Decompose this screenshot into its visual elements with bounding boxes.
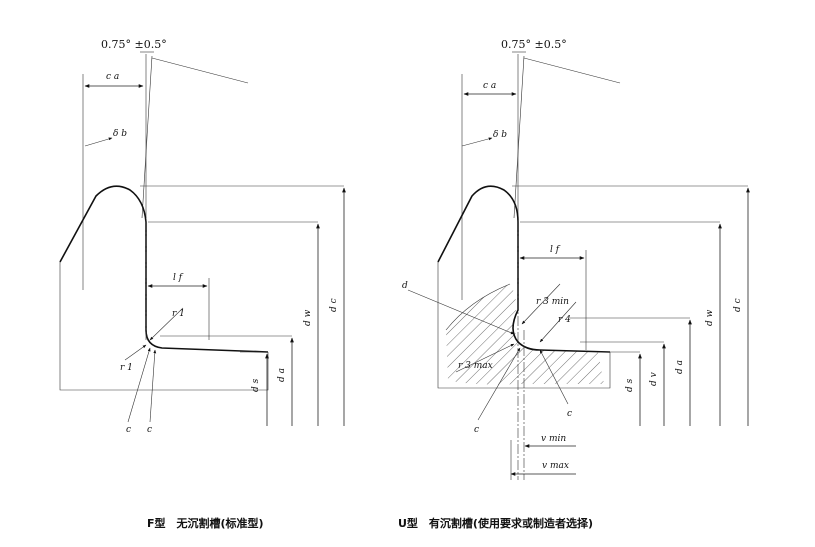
right-caption: U型 有沉割槽(使用要求或制造者选择) [398, 516, 593, 530]
left-part-body [59, 262, 269, 391]
right-dc-label: d c [733, 298, 743, 312]
right-c-label: c a [483, 81, 496, 91]
right-hatch-edge [445, 283, 511, 331]
right-c1-label: c [474, 425, 479, 435]
right-d-leader [407, 289, 515, 335]
right-c2-label: c [567, 409, 572, 419]
left-ds-label: d s [251, 378, 261, 392]
right-delta-leader [461, 137, 493, 147]
right-angle-label: 0.75° ±0.5° [501, 38, 567, 51]
left-part-outline [59, 185, 269, 353]
right-angle-leader-c [523, 57, 621, 84]
right-dv-label: d v [649, 372, 659, 386]
right-r3max-label: r 3 max [458, 361, 493, 371]
right-vmax-label: v max [542, 461, 569, 471]
left-angle-leader-c [151, 57, 249, 84]
right-angle-leader-b [513, 55, 525, 219]
right-r4-leader [539, 301, 577, 343]
right-delta-label: δ b [493, 130, 507, 140]
left-r1-bottom-label: r 1 [120, 363, 133, 373]
left-c1-leader [127, 347, 151, 423]
right-lf-label: l f [550, 245, 561, 255]
right-panel: 0.75° ±0.5° c a δ b l f d [398, 38, 750, 530]
right-dw-label: d w [705, 309, 715, 326]
left-c1-label: c [126, 425, 131, 435]
right-da-label: d a [675, 360, 685, 374]
left-panel: 0.75° ±0.5° c a δ b l f r 1 r 1 c [59, 38, 346, 530]
right-c2-leader [539, 349, 569, 405]
left-delta-leader [84, 137, 113, 147]
right-c1-leader [477, 347, 521, 421]
right-ds-label: d s [625, 378, 635, 392]
right-d-label: d [402, 281, 408, 291]
left-da-label: d a [277, 368, 287, 382]
right-r3min-leader [521, 283, 561, 325]
right-r3max-leader [455, 343, 515, 373]
left-lf-label: l f [173, 273, 184, 283]
right-hatch-region [446, 284, 604, 385]
left-r1-top-leader [149, 307, 184, 341]
left-angle-label: 0.75° ±0.5° [101, 38, 167, 51]
left-delta-label: δ b [113, 129, 127, 139]
right-r4-label: r 4 [558, 315, 571, 325]
left-c2-leader [149, 349, 157, 423]
left-r1-top-label: r 1 [172, 309, 185, 319]
left-angle-leader-b [141, 55, 153, 219]
right-r3min-label: r 3 min [536, 297, 569, 307]
left-c2-label: c [147, 425, 152, 435]
right-vmin-label: v min [541, 434, 566, 444]
left-dw-label: d w [303, 309, 313, 326]
left-caption: F型 无沉割槽(标准型) [147, 516, 264, 530]
left-r1-bottom-leader [124, 344, 147, 361]
left-dc-label: d c [329, 298, 339, 312]
left-c-label: c a [106, 72, 119, 82]
